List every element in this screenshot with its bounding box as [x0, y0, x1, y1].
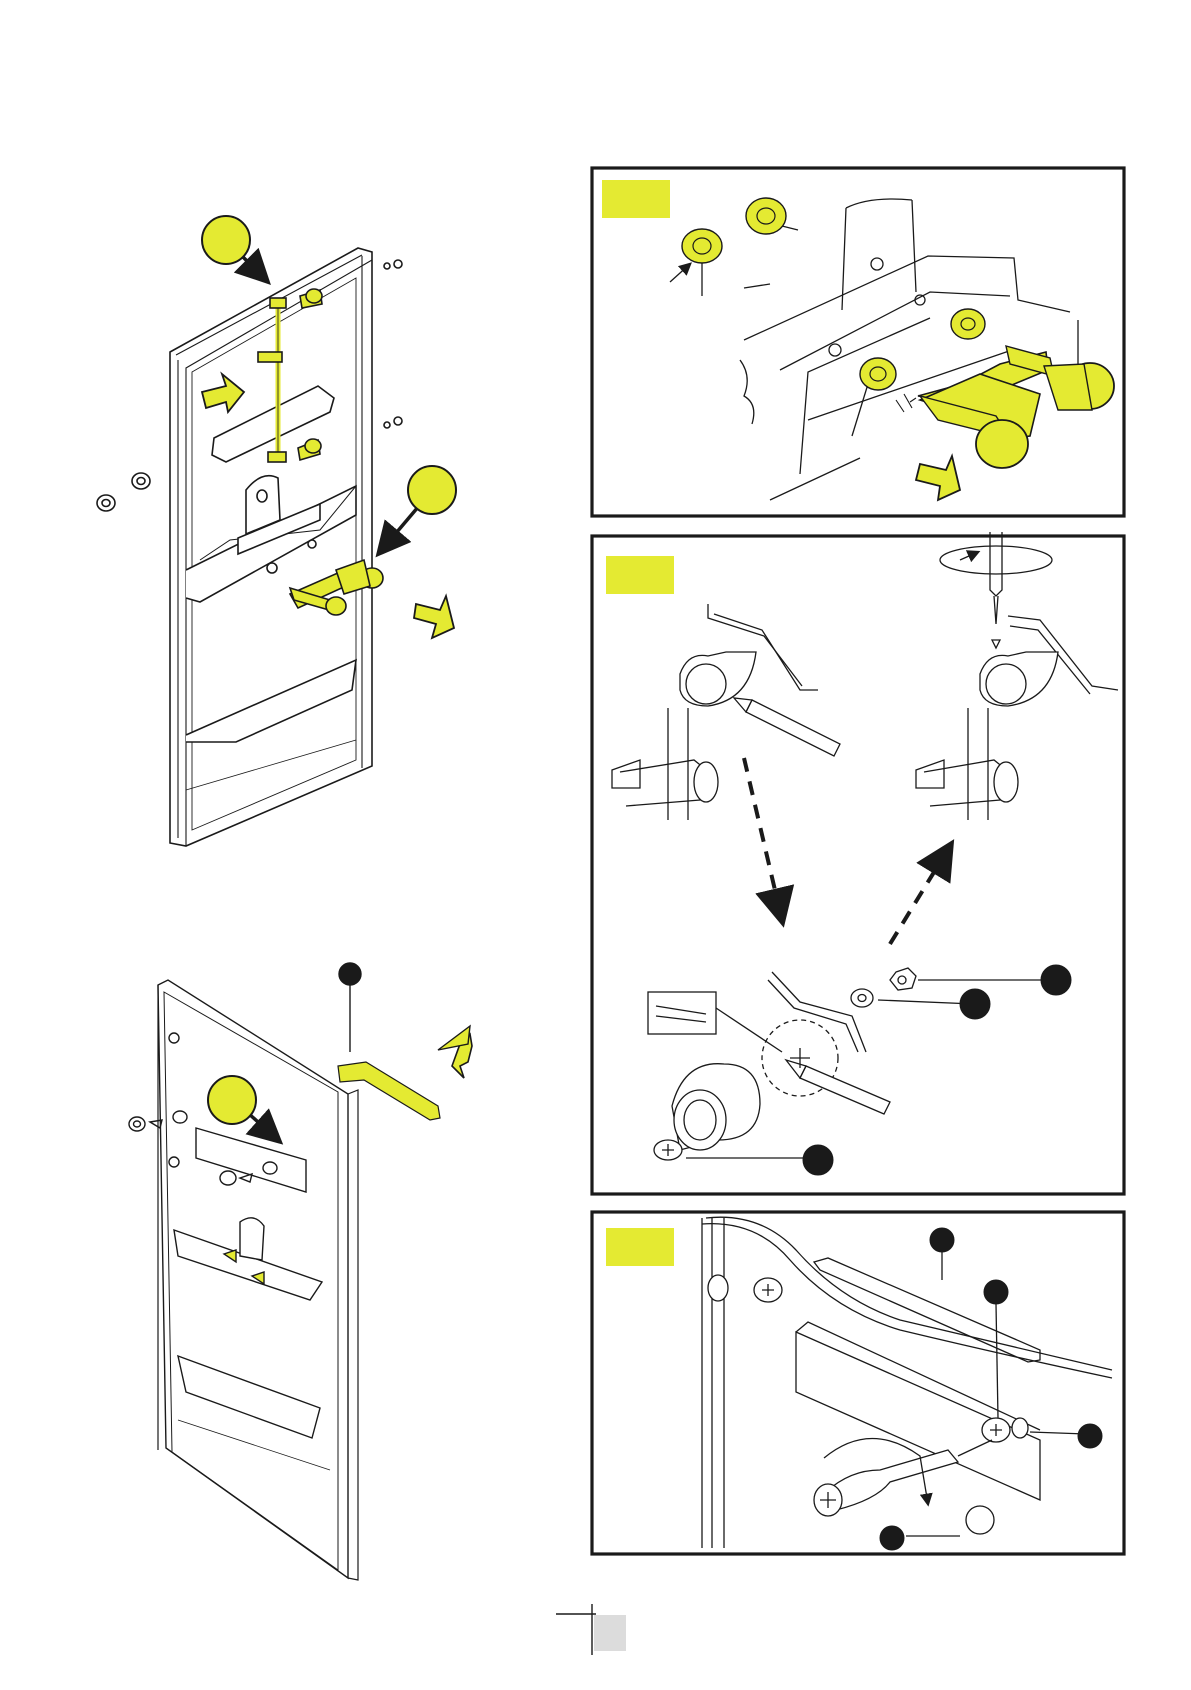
- callout-circle-3: [208, 1076, 256, 1124]
- page-tab-shade: [594, 1615, 626, 1651]
- page-tab: [556, 1604, 626, 1655]
- detail-panel-hinge-bushings: [592, 168, 1124, 516]
- detail-panel-handle-drilling: [592, 532, 1124, 1194]
- step-tag-b: [606, 556, 674, 594]
- callout-dot-e: [930, 1228, 954, 1252]
- step-tag-c: [606, 1228, 674, 1266]
- callout-circle-1: [202, 216, 250, 264]
- step-tag-a: [602, 180, 670, 218]
- callout-dot-h: [880, 1526, 904, 1550]
- door-hinge-overview-figure: [97, 216, 456, 846]
- callout-dot-a: [339, 963, 361, 985]
- callout-dot-g: [1078, 1424, 1102, 1448]
- callout-dot-f: [984, 1280, 1008, 1304]
- detail-panel-handle-caps: [592, 1212, 1124, 1554]
- callout-circle-2: [408, 466, 456, 514]
- direction-arrow-2: [414, 596, 454, 638]
- callout-dot-d: [803, 1145, 833, 1175]
- callout-dot-c: [960, 989, 990, 1019]
- door-handle-overview-figure: [129, 963, 472, 1580]
- detail-panel-a-frame: [592, 168, 1124, 516]
- callout-dot-b: [1041, 965, 1071, 995]
